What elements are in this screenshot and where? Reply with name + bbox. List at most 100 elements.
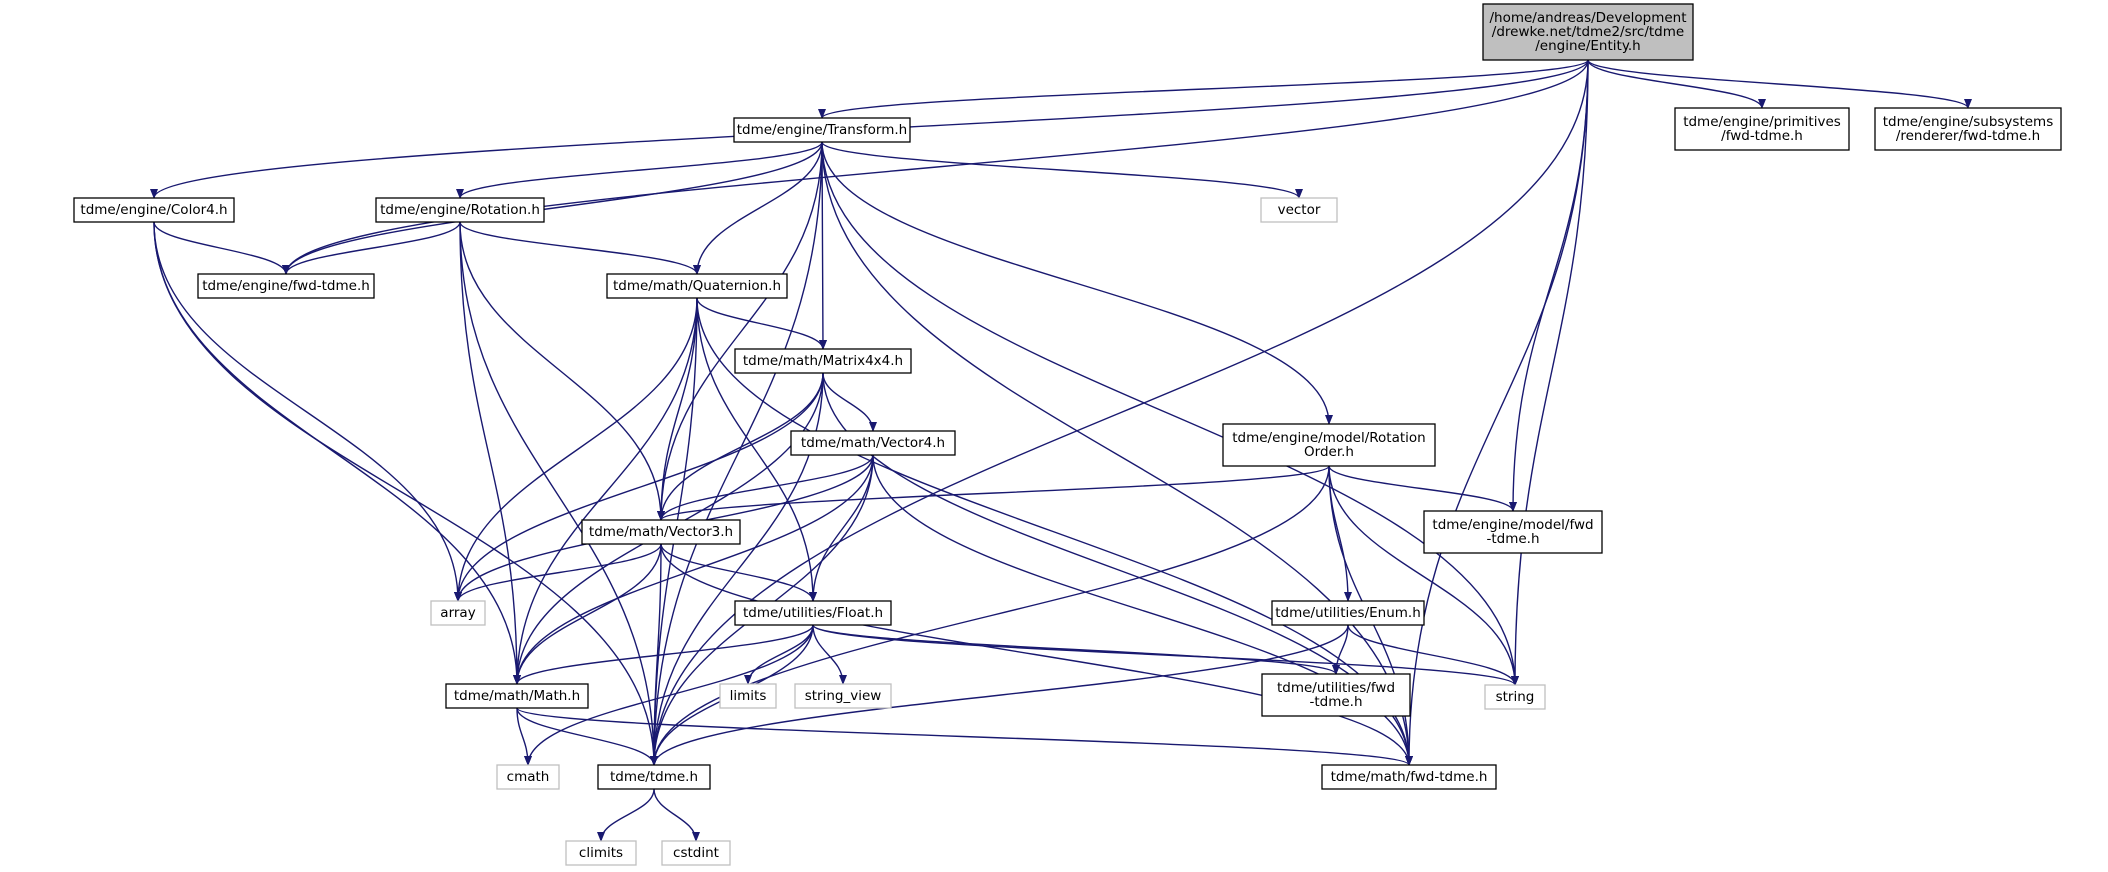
node-quaternion[interactable]: tdme/math/Quaternion.h	[606, 273, 788, 299]
node-vector: vector	[1260, 197, 1338, 223]
node-label: tdme/engine/subsystems	[1883, 114, 2053, 130]
node-box	[719, 683, 777, 709]
node-label: tdme/engine/Color4.h	[80, 202, 227, 218]
edge-math-to-cmath	[516, 707, 532, 766]
edge-rotation-to-tdme	[459, 221, 658, 766]
edge-quaternion-to-vector3	[657, 297, 698, 521]
node-label: tdme/utilities/fwd	[1277, 680, 1395, 696]
node-box	[734, 348, 912, 374]
node-entity[interactable]: /home/andreas/Development/drewke.net/tdm…	[1482, 3, 1694, 61]
edge-vector3-to-math	[513, 543, 662, 685]
edge-transform-to-mathfwd	[821, 141, 1413, 766]
edge-entity-to-tdme	[650, 59, 1589, 766]
edge-transform-to-rotorder	[821, 141, 1333, 425]
node-box	[1874, 107, 2062, 151]
node-box	[734, 600, 892, 626]
node-primitives[interactable]: tdme/engine/primitives/fwd-tdme.h	[1674, 107, 1850, 151]
node-modelfwd[interactable]: tdme/engine/model/fwd-tdme.h	[1423, 510, 1603, 554]
node-box	[661, 840, 731, 866]
node-box	[597, 764, 711, 790]
node-label: /fwd-tdme.h	[1721, 128, 1803, 144]
edge-math-to-mathfwd	[516, 707, 1413, 766]
edge-matrix-to-array	[454, 372, 824, 602]
node-box	[430, 600, 486, 626]
edge-rotation-to-math	[459, 221, 521, 685]
node-renderer[interactable]: tdme/engine/subsystems/renderer/fwd-tdme…	[1874, 107, 2062, 151]
node-limits: limits	[719, 683, 777, 709]
node-enginefwd[interactable]: tdme/engine/fwd-tdme.h	[197, 273, 375, 299]
node-vector4[interactable]: tdme/math/Vector4.h	[790, 430, 956, 456]
edge-quaternion-to-array	[454, 297, 698, 602]
node-label: tdme/engine/model/fwd	[1432, 517, 1593, 533]
node-label: tdme/engine/Rotation.h	[380, 202, 540, 218]
edge-color4-to-enginefwd	[153, 221, 290, 275]
node-box	[790, 430, 956, 456]
node-box	[375, 197, 545, 223]
edge-float-to-limits	[744, 624, 814, 685]
edge-rotation-to-vector3	[459, 221, 665, 521]
edge-color4-to-tdme	[153, 221, 658, 766]
node-utilfwd[interactable]: tdme/utilities/fwd-tdme.h	[1261, 673, 1411, 717]
node-rotation[interactable]: tdme/engine/Rotation.h	[375, 197, 545, 223]
node-label: array	[440, 605, 475, 621]
node-box	[1260, 197, 1338, 223]
edge-enum-to-utilfwd	[1332, 624, 1349, 675]
node-label: tdme/math/Vector3.h	[589, 524, 733, 540]
edge-vector4-to-float	[809, 454, 874, 602]
node-label: tdme/tdme.h	[610, 769, 698, 785]
node-box	[1321, 764, 1497, 790]
node-box	[1271, 600, 1425, 626]
node-color4[interactable]: tdme/engine/Color4.h	[73, 197, 235, 223]
edge-vector3-to-mathfwd	[660, 543, 1413, 766]
edge-entity-to-mathfwd	[1405, 59, 1589, 766]
edge-vector3-to-array	[454, 543, 662, 602]
node-mathfwd[interactable]: tdme/math/fwd-tdme.h	[1321, 764, 1497, 790]
node-label: tdme/engine/fwd-tdme.h	[202, 278, 370, 294]
node-math[interactable]: tdme/math/Math.h	[445, 683, 589, 709]
edge-matrix-to-vector3	[657, 372, 824, 521]
node-label: tdme/math/fwd-tdme.h	[1331, 769, 1488, 785]
edge-enum-to-tdme	[650, 624, 1349, 766]
node-label: limits	[730, 688, 767, 704]
edge-rotorder-to-vector3	[657, 465, 1330, 521]
node-label: tdme/math/Math.h	[454, 688, 580, 704]
node-box	[794, 683, 892, 709]
node-stringview: string_view	[794, 683, 892, 709]
node-label: tdme/engine/Transform.h	[737, 122, 907, 138]
node-label: string_view	[805, 688, 882, 704]
node-transform[interactable]: tdme/engine/Transform.h	[733, 117, 911, 143]
node-label: /home/andreas/Development	[1489, 10, 1686, 26]
node-tdme[interactable]: tdme/tdme.h	[597, 764, 711, 790]
edge-matrix-to-vector4	[822, 372, 877, 432]
node-string: string	[1484, 684, 1546, 710]
edge-transform-to-matrix	[818, 141, 827, 350]
node-matrix[interactable]: tdme/math/Matrix4x4.h	[734, 348, 912, 374]
edge-entity-to-modelfwd	[1509, 59, 1589, 512]
node-box	[1482, 3, 1694, 61]
edge-quaternion-to-float	[696, 297, 817, 602]
node-box	[1222, 423, 1436, 467]
node-label: tdme/math/Vector4.h	[801, 435, 945, 451]
node-box	[1261, 673, 1411, 717]
edge-transform-to-vector3	[657, 141, 823, 521]
node-label: /drewke.net/tdme2/src/tdme	[1492, 24, 1684, 40]
node-float[interactable]: tdme/utilities/Float.h	[734, 600, 892, 626]
node-label: tdme/math/Matrix4x4.h	[743, 353, 903, 369]
node-box	[581, 519, 741, 545]
node-enum[interactable]: tdme/utilities/Enum.h	[1271, 600, 1425, 626]
node-box	[73, 197, 235, 223]
node-label: tdme/math/Quaternion.h	[613, 278, 781, 294]
node-label: tdme/utilities/Enum.h	[1275, 605, 1421, 621]
node-vector3[interactable]: tdme/math/Vector3.h	[581, 519, 741, 545]
edge-vector3-to-float	[660, 543, 817, 602]
edge-transform-to-tdme	[650, 141, 823, 766]
edge-transform-to-enginefwd	[282, 141, 823, 275]
edge-float-to-string	[812, 624, 1519, 686]
edge-entity-to-string	[1511, 59, 1589, 686]
node-cstdint: cstdint	[661, 840, 731, 866]
edge-float-to-math	[513, 624, 814, 685]
node-box	[565, 840, 637, 866]
edge-transform-to-string	[821, 141, 1519, 686]
